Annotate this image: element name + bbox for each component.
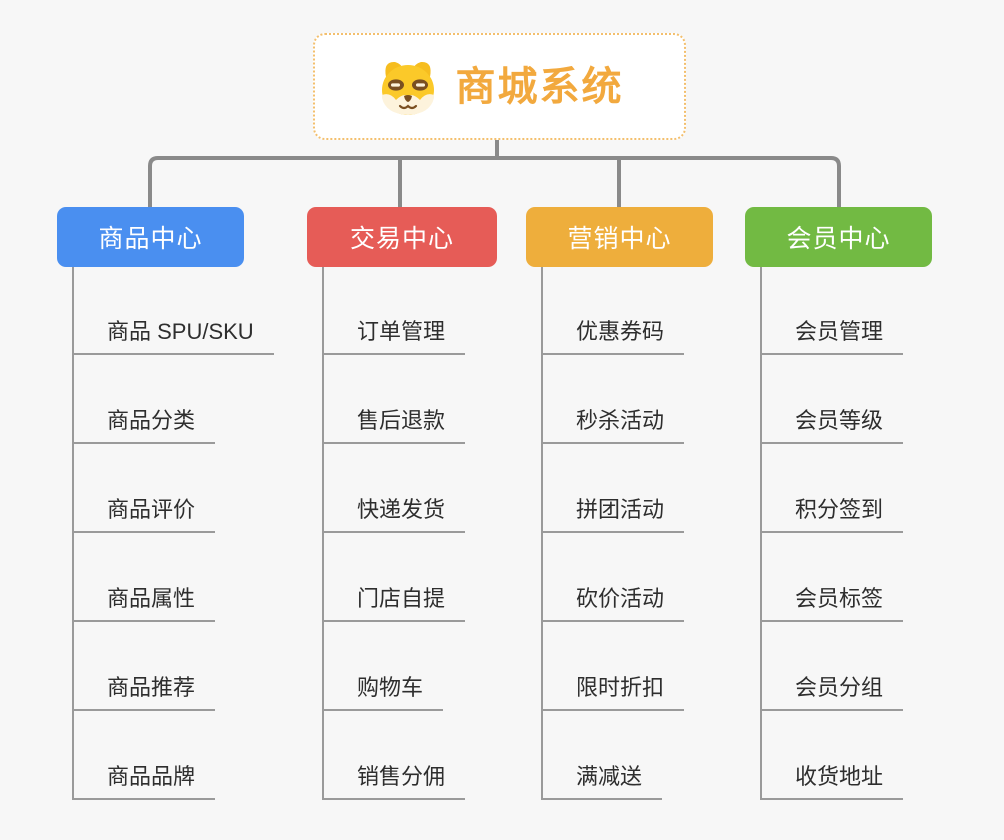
leaf-node[interactable]: 商品属性: [74, 585, 216, 622]
leaf-node[interactable]: 会员管理: [762, 318, 904, 355]
branch-node-member-center[interactable]: 会员中心: [745, 207, 932, 267]
branch-node-label: 交易中心: [349, 225, 454, 253]
leaf-node[interactable]: 商品品牌: [74, 763, 216, 800]
leaf-node[interactable]: 购物车: [324, 674, 444, 711]
branch-connector-rail: [148, 156, 841, 207]
leaf-node[interactable]: 积分签到: [762, 496, 904, 533]
branch-node-marketing-center[interactable]: 营销中心: [526, 207, 713, 267]
leaf-node[interactable]: 砍价活动: [543, 585, 685, 622]
branch-node-product-center[interactable]: 商品中心: [57, 207, 244, 267]
leaf-node[interactable]: 会员标签: [762, 585, 904, 622]
leaf-node[interactable]: 商品分类: [74, 407, 216, 444]
leaf-node[interactable]: 秒杀活动: [543, 407, 685, 444]
branch-node-trade-center[interactable]: 交易中心: [307, 207, 497, 267]
branch-children-member-center: 会员管理 会员等级 积分签到 会员标签 会员分组 收货地址: [760, 267, 904, 800]
branch-node-label: 营销中心: [567, 225, 672, 253]
leaf-node[interactable]: 快递发货: [324, 496, 466, 533]
branch-node-label: 会员中心: [786, 225, 891, 253]
branch-node-label: 商品中心: [98, 225, 203, 253]
root-node[interactable]: 商城系统: [313, 33, 686, 140]
branch-children-marketing-center: 优惠券码 秒杀活动 拼团活动 砍价活动 限时折扣 满减送: [541, 267, 685, 800]
leaf-node[interactable]: 收货地址: [762, 763, 904, 800]
leaf-node[interactable]: 售后退款: [324, 407, 466, 444]
leaf-node[interactable]: 会员分组: [762, 674, 904, 711]
root-node-title: 商城系统: [455, 64, 624, 109]
leaf-node[interactable]: 商品评价: [74, 496, 216, 533]
shiba-dog-icon: [381, 61, 434, 115]
leaf-node[interactable]: 销售分佣: [324, 763, 466, 800]
branch-children-product-center: 商品 SPU/SKU 商品分类 商品评价 商品属性 商品推荐 商品品牌: [72, 267, 274, 800]
branch-children-trade-center: 订单管理 售后退款 快递发货 门店自提 购物车 销售分佣: [322, 267, 466, 800]
leaf-node[interactable]: 满减送: [543, 763, 663, 800]
leaf-node[interactable]: 商品推荐: [74, 674, 216, 711]
leaf-node[interactable]: 会员等级: [762, 407, 904, 444]
leaf-node[interactable]: 订单管理: [324, 318, 466, 355]
leaf-node[interactable]: 优惠券码: [543, 318, 685, 355]
leaf-node[interactable]: 限时折扣: [543, 674, 685, 711]
leaf-node[interactable]: 门店自提: [324, 585, 466, 622]
leaf-node[interactable]: 商品 SPU/SKU: [74, 318, 274, 355]
leaf-node[interactable]: 拼团活动: [543, 496, 685, 533]
